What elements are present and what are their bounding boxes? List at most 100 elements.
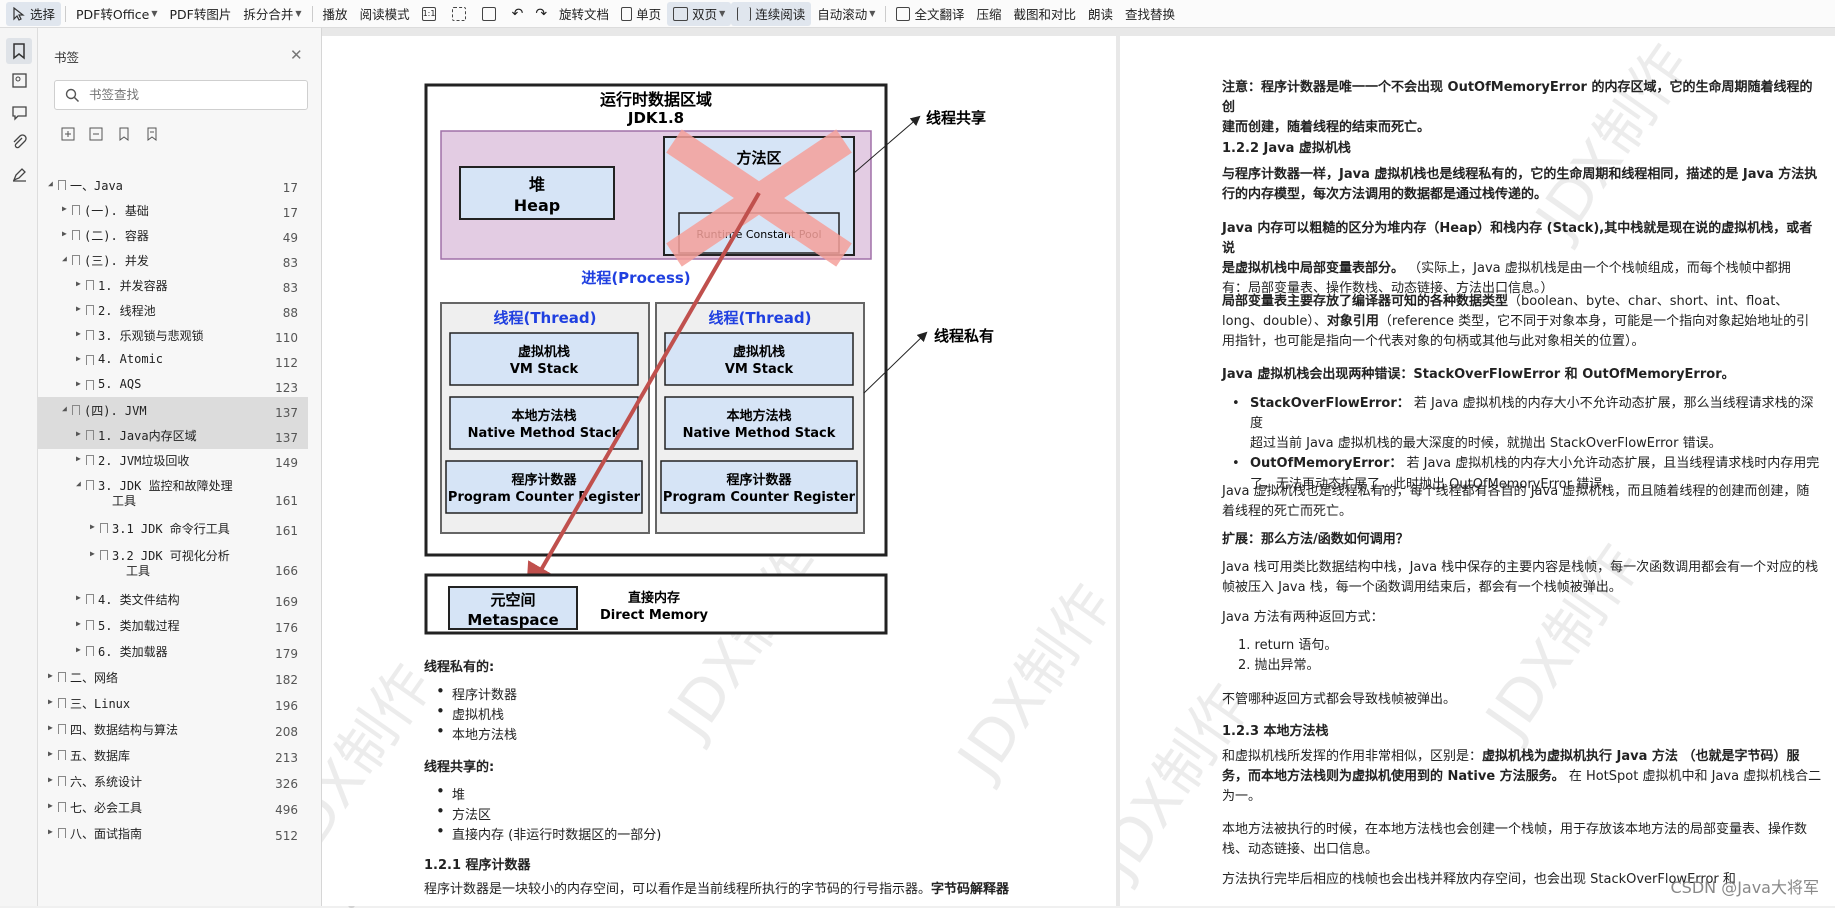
bookmark-label: 1. 并发容器 <box>98 279 168 293</box>
paragraph: 不管哪种返回方式都会导致栈帧被弹出。 <box>1222 692 1457 707</box>
rotate-left-icon: ↶ <box>511 5 524 22</box>
main-toolbar: 选择 PDF转Office▼ PDF转图片 拆分合并▼ 播放 阅读模式 1:1 … <box>0 0 1835 28</box>
bookmark-search-box[interactable] <box>54 80 308 110</box>
screenshot-compare-label: 截图和对比 <box>1013 7 1076 22</box>
pc-en: Program Counter Register <box>448 490 641 505</box>
pdf-to-image-button[interactable]: PDF转图片 <box>164 2 238 26</box>
cursor-icon <box>13 6 25 21</box>
bookmark-page: 149 <box>275 456 298 470</box>
vm-stack-en: VM Stack <box>510 362 579 377</box>
play-button[interactable]: 播放 <box>317 2 354 26</box>
bookmark-icon <box>100 523 108 533</box>
rotate-left-button[interactable]: ↶ <box>506 2 530 26</box>
collapse-all-icon[interactable] <box>88 126 104 142</box>
actual-size-button[interactable]: 1:1 <box>416 2 446 26</box>
paragraph: Java 虚拟机栈也是线程私有的，每个线程都有各自的 Java 虚拟机栈，而且随… <box>1222 482 1822 522</box>
fit-width-button[interactable] <box>476 2 506 26</box>
add-bookmark-icon[interactable] <box>116 126 132 142</box>
bookmark-icon <box>58 802 66 812</box>
bookmark-search-input[interactable] <box>89 87 299 102</box>
private-list: 程序计数器 虚拟机栈 本地方法栈 <box>424 682 517 744</box>
pdf-to-office-button[interactable]: PDF转Office▼ <box>70 2 164 26</box>
shared-list: 堆 方法区 直接内存 (非运行时数据区的一部分) <box>424 782 661 844</box>
list-item: 直接内存 (非运行时数据区的一部分) <box>424 822 661 844</box>
thumbnail-panel-button[interactable] <box>11 72 28 89</box>
shared-heading: 线程共享的: <box>424 760 495 775</box>
bookmark-icon <box>72 255 80 265</box>
bookmark-icon <box>58 180 66 190</box>
single-page-button[interactable]: 单页 <box>615 2 667 26</box>
vm-stack-box <box>664 332 854 386</box>
rotate-document-button[interactable]: 旋转文档 <box>553 2 615 26</box>
document-view[interactable]: JDX制作 JDX制作 JDX制作 JDX制作 运行时数据区域 JDK1.8 堆… <box>322 28 1835 906</box>
bookmark-page: 137 <box>275 431 298 445</box>
fit-page-button[interactable] <box>446 2 476 26</box>
bookmark-page: 176 <box>275 621 298 635</box>
text-line: 注意：程序计数器是唯一一个不会出现 OutOfMemoryError 的内存区域… <box>1222 80 1813 116</box>
rotate-right-button[interactable]: ↷ <box>529 2 553 26</box>
double-page-button[interactable]: 双页▼ <box>667 1 732 26</box>
bookmark-label: 二、网络 <box>70 671 119 685</box>
bookmark-page: 512 <box>275 829 298 843</box>
attachment-panel-button[interactable] <box>11 134 28 151</box>
close-icon[interactable]: ✕ <box>290 46 303 64</box>
signature-panel-button[interactable] <box>11 166 28 183</box>
text-line: 帧被压入 Java 栈，每一个函数调用结束后，都会有一个栈帧被弹出。 <box>1222 580 1622 596</box>
bookmark-label: (四). JVM <box>84 404 147 418</box>
bookmark-label: 三、Linux <box>70 697 131 711</box>
select-tool-button[interactable]: 选择 <box>6 1 62 26</box>
bookmark-tools <box>60 126 160 142</box>
find-replace-button[interactable]: 查找替换 <box>1119 2 1181 26</box>
bookmark-page: 161 <box>275 494 298 508</box>
translate-button[interactable]: 全文翻译 <box>890 2 970 26</box>
translate-label: 全文翻译 <box>914 7 965 22</box>
reading-mode-button[interactable]: 阅读模式 <box>354 2 416 26</box>
paperclip-icon <box>13 134 27 149</box>
expand-all-icon[interactable] <box>60 126 76 142</box>
split-merge-button[interactable]: 拆分合并▼ <box>237 2 307 26</box>
auto-scroll-button[interactable]: 自动滚动▼ <box>811 2 881 26</box>
continuous-reading-button[interactable]: 连续阅读 <box>731 1 812 26</box>
text-line: Java 内存可以粗糙的区分为堆内存（Heap）和栈内存 (Stack),其中栈… <box>1222 221 1813 257</box>
text-bold: 务，而本地方法栈则为虚拟机使用到的 Native 方法服务。 <box>1222 769 1565 785</box>
collapsed-icon: ▶ <box>76 619 81 628</box>
fit-page-icon <box>451 6 466 21</box>
compress-button[interactable]: 压缩 <box>970 2 1007 26</box>
native-stack-box <box>449 396 639 450</box>
comment-panel-button[interactable] <box>11 104 28 121</box>
text-line: 建而创建，随着线程的结束而死亡。 <box>1222 120 1431 136</box>
delete-bookmark-icon[interactable] <box>144 126 160 142</box>
screenshot-compare-button[interactable]: 截图和对比 <box>1007 2 1082 26</box>
continuous-icon <box>737 6 752 21</box>
bookmark-icon <box>86 430 94 440</box>
bookmark-icon <box>13 43 25 60</box>
native-stack-en: Native Method Stack <box>468 426 621 441</box>
bookmark-panel-button[interactable] <box>6 38 32 64</box>
read-aloud-button[interactable]: 朗读 <box>1082 2 1119 26</box>
